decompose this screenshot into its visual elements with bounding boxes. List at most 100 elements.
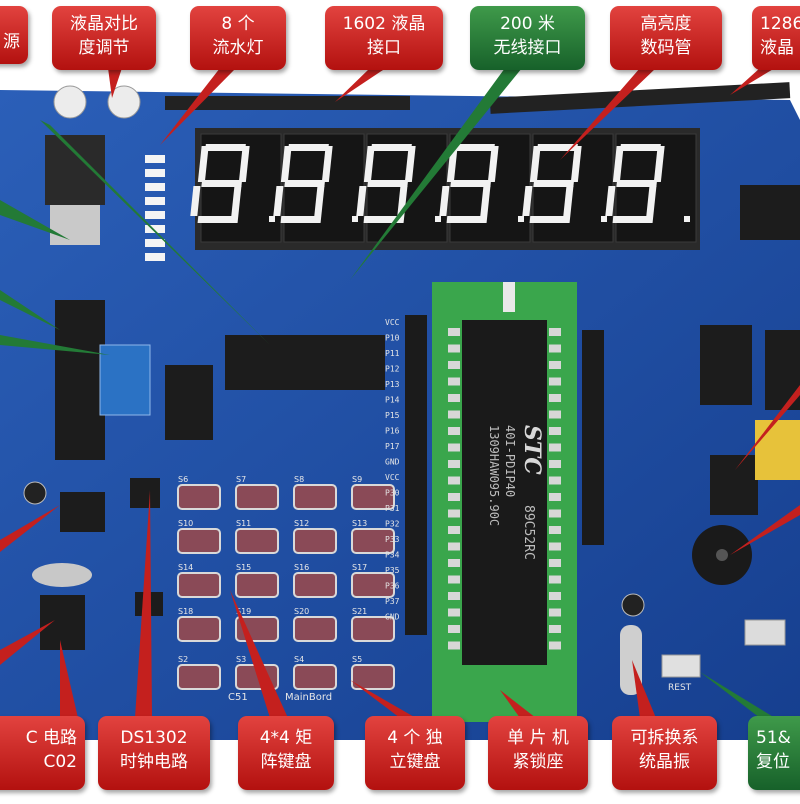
zif-pin-left-6: [448, 410, 460, 419]
digit-1-dot: [269, 216, 275, 222]
key-label: S20: [294, 607, 309, 616]
key-label: S6: [178, 475, 188, 484]
callout-leader-15: [230, 590, 288, 718]
callout-leader-16: [350, 680, 416, 718]
zif-pin-right-1: [549, 328, 561, 336]
digit-2-segment-6: [273, 186, 284, 216]
zif-pin-right-7: [549, 427, 561, 435]
callout-leader-9: [0, 335, 110, 355]
zif-pin-right-20: [549, 641, 561, 650]
led-8: [145, 253, 165, 261]
zif-pin-right-6: [549, 410, 561, 419]
matrix-key-5: [177, 528, 221, 554]
mcu-model: 89C52RC: [521, 505, 536, 560]
matrix-key-13: [177, 616, 221, 642]
key-label: S14: [178, 563, 193, 572]
zif-pin-right-9: [549, 460, 561, 468]
mcu-chip: [462, 320, 547, 665]
reset-button: [661, 654, 701, 678]
zif-pin-left-12: [448, 509, 460, 518]
digit-6-segment-2: [616, 180, 658, 187]
zif-pin-right-16: [549, 575, 561, 584]
buzzer-hole: [716, 549, 728, 561]
callout-leader-10: [40, 120, 270, 345]
capacitor-left: [23, 481, 47, 505]
digit-1-segment-3: [197, 216, 239, 223]
digit-1-segment-7: [231, 186, 242, 216]
zif-pin-right-14: [549, 542, 561, 551]
callout-leader-5: [560, 68, 656, 160]
zif-pin-left-5: [448, 394, 460, 402]
port-pin-labels: VCCP10P11P12P13P14P15P16P17GNDVCCP30P31P…: [385, 318, 400, 622]
zif-pin-left-19: [448, 625, 460, 633]
matrix-key-1: [177, 484, 221, 510]
port-pin-label: VCC: [385, 318, 400, 327]
seven-segment-digits: [190, 133, 697, 243]
digit-3-segment-6: [356, 186, 367, 216]
zif-pin-left-16: [448, 575, 460, 584]
led-1: [145, 155, 165, 163]
digit-2-segment-2: [284, 180, 326, 187]
zif-pin-left-13: [448, 526, 460, 534]
zif-pin-left-11: [448, 493, 460, 501]
zif-lever: [503, 282, 515, 312]
digit-6-segment-5: [653, 146, 665, 182]
key-label: S9: [352, 475, 362, 484]
zif-pin-right-10: [549, 476, 561, 485]
matrix-key-9: [177, 572, 221, 598]
zif-pin-left-4: [448, 377, 460, 386]
port-pin-label: P14: [385, 396, 400, 405]
key-label: S21: [352, 607, 367, 616]
digit-4-segment-4: [446, 146, 458, 182]
lcd1602-header: [165, 96, 410, 110]
key-label: S2: [178, 655, 188, 664]
port-pin-label: P34: [385, 551, 400, 560]
led-3: [145, 183, 165, 191]
digit-4-segment-2: [450, 180, 492, 187]
digit-3-segment-2: [367, 180, 409, 187]
callout-leader-12: [0, 620, 55, 665]
callout-seg-display: 高亮度数码管: [610, 6, 722, 70]
led-7: [145, 239, 165, 247]
port-header-right: [582, 330, 604, 545]
zif-pin-left-10: [448, 476, 460, 485]
callout-leader-20: [735, 385, 800, 470]
digit-5-segment-5: [570, 146, 582, 182]
digit-4-segment-7: [480, 186, 491, 216]
ic-eeprom: [40, 595, 85, 650]
matrix-key-8: [351, 528, 395, 554]
callout-leader-8: [0, 290, 60, 330]
port-pin-label: P32: [385, 520, 400, 529]
zif-pin-right-18: [549, 608, 561, 617]
zif-pin-right-2: [549, 344, 561, 353]
matrix-key-10: [235, 572, 279, 598]
callout-leader-2: [160, 68, 236, 145]
port-pin-label: P37: [385, 597, 400, 606]
digit-6-segment-3: [612, 216, 654, 223]
digit-5-segment-2: [533, 180, 575, 187]
port-header-left: [405, 315, 427, 635]
zif-pins: [448, 328, 561, 650]
ic-ds1302: [130, 478, 160, 508]
callout-leader-13: [60, 640, 78, 718]
digit-3-dot: [435, 216, 441, 222]
callout-leader-17: [500, 690, 536, 718]
ic-right-mid-1: [700, 325, 752, 405]
port-pin-label: P30: [385, 489, 400, 498]
digit-4-dot: [518, 216, 524, 222]
power-switch: [744, 619, 786, 646]
ic-left-dip: [55, 300, 105, 460]
mcu-package: 40I-PDIP40: [503, 425, 517, 497]
digit-5-segment-6: [522, 186, 533, 216]
digit-5-segment-1: [537, 144, 578, 151]
callout-lcd-contrast: 液晶对比度调节: [52, 6, 156, 70]
callout-power-l1: 源: [3, 32, 20, 52]
digit-6-segment-7: [646, 186, 657, 216]
digit-4-segment-6: [439, 186, 450, 216]
port-pin-label: P10: [385, 334, 400, 343]
zif-pin-left-3: [448, 361, 460, 369]
